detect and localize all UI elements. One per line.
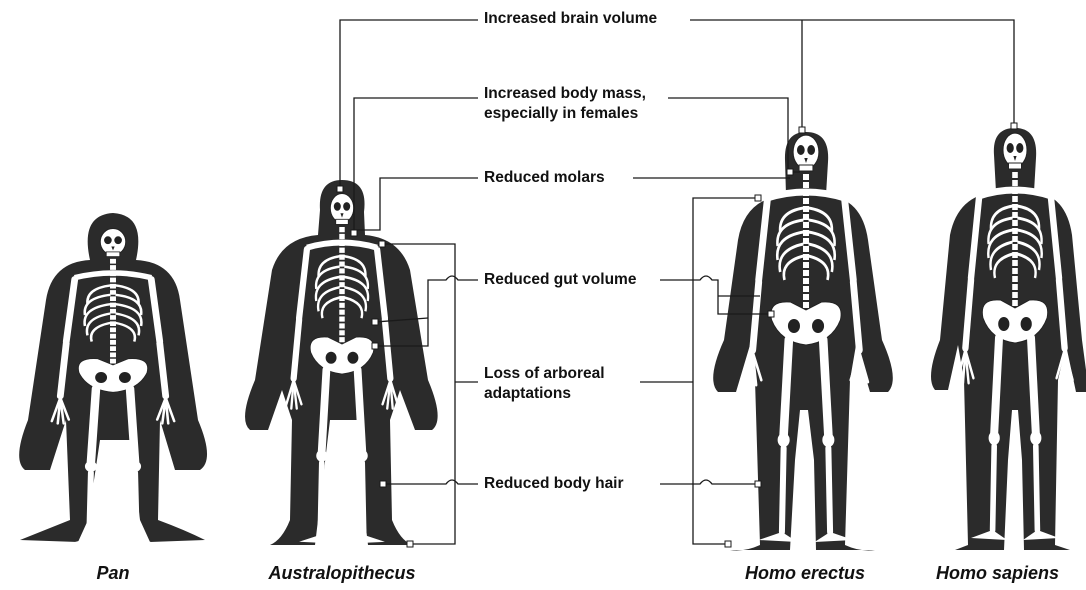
homo-erectus-figure (713, 132, 893, 550)
connector-lines (340, 20, 1014, 544)
label-increased-brain-volume: Increased brain volume (480, 9, 661, 29)
species-label-pan: Pan (63, 563, 163, 584)
species-label-australopithecus: Australopithecus (252, 563, 432, 584)
species-label-homo-erectus: Homo erectus (720, 563, 890, 584)
label-reduced-body-hair: Reduced body hair (480, 474, 628, 494)
australopithecus-figure (245, 180, 438, 545)
species-label-homo-sapiens: Homo sapiens (936, 563, 1086, 584)
pan-figure (19, 213, 207, 546)
label-reduced-molars: Reduced molars (480, 168, 609, 188)
label-loss-of-arboreal-adaptations: Loss of arboreal adaptations (480, 364, 609, 404)
label-reduced-gut-volume: Reduced gut volume (480, 270, 640, 290)
homo-sapiens-figure (931, 128, 1086, 550)
label-increased-body-mass: Increased body mass, especially in femal… (480, 84, 650, 124)
